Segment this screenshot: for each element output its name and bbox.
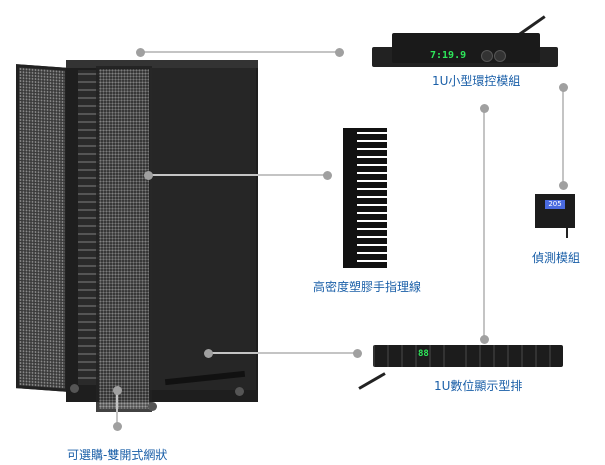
mesh-door-left	[16, 64, 68, 392]
label-mesh-door: 可選購-雙開式網狀	[67, 448, 168, 462]
connector-dot	[204, 349, 213, 358]
connector-line	[116, 390, 118, 426]
cable-manager-image	[343, 128, 387, 268]
caster-wheel	[148, 402, 157, 411]
connector-dot	[480, 104, 489, 113]
connector-line	[205, 352, 355, 354]
label-cable-manager: 高密度塑膠手指理線	[313, 280, 422, 294]
connector-dot	[113, 386, 122, 395]
connector-dot	[480, 335, 489, 344]
label-sensor-module: 偵測模組	[532, 251, 581, 265]
cabinet-top	[66, 60, 258, 68]
connector-line	[139, 51, 339, 53]
env-module-display: 7:19.9	[430, 50, 467, 61]
sensor-module-device	[535, 194, 575, 228]
connector-dot	[323, 171, 332, 180]
connector-dot	[559, 83, 568, 92]
label-env-module: 1U小型環控模組	[432, 74, 521, 88]
env-module-body	[392, 33, 540, 63]
caster-wheel	[70, 384, 79, 393]
env-module-knob	[494, 50, 506, 62]
connector-dot	[335, 48, 344, 57]
connector-dot	[559, 181, 568, 190]
sensor-module-display: 205	[545, 200, 565, 209]
connector-dot	[113, 422, 122, 431]
sensor-cable	[566, 228, 568, 238]
connector-line	[483, 108, 485, 340]
caster-wheel	[235, 387, 244, 396]
connector-line	[562, 87, 564, 185]
connector-dot	[144, 171, 153, 180]
connector-dot	[136, 48, 145, 57]
connector-line	[148, 174, 328, 176]
env-module-knob	[481, 50, 493, 62]
label-pdu: 1U數位顯示型排	[434, 379, 523, 393]
connector-dot	[353, 349, 362, 358]
pdu-cable	[358, 372, 386, 390]
mesh-door-right	[96, 66, 152, 412]
pdu-display: 88	[418, 349, 429, 359]
pdu-device	[373, 345, 563, 367]
cabinet-side-panel	[150, 68, 256, 390]
